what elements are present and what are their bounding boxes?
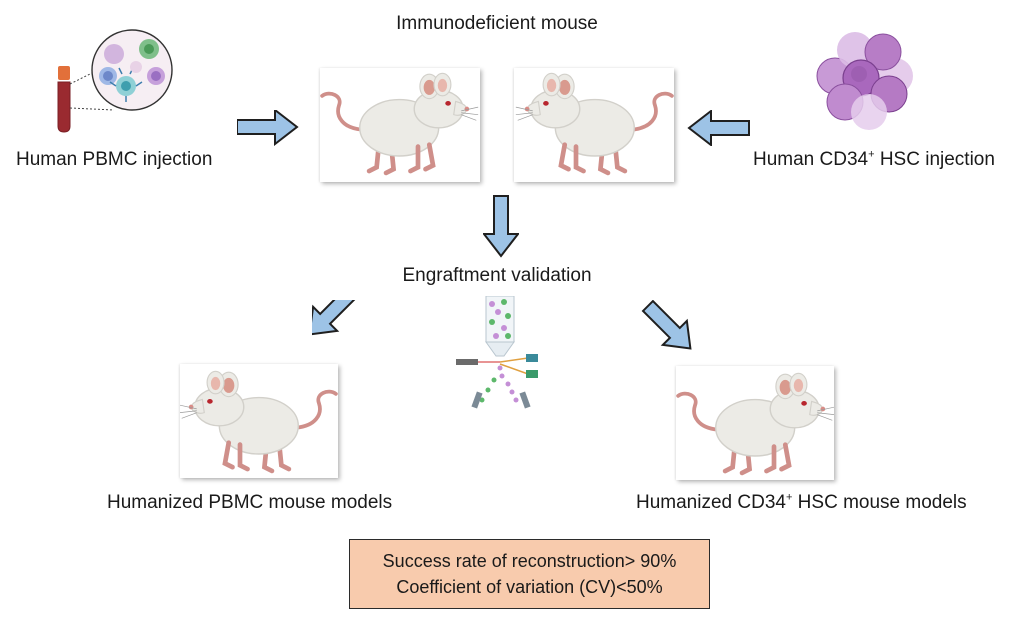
bottom-left-mouse-panel <box>180 364 338 478</box>
mouse-icon <box>676 366 834 480</box>
result-box: Success rate of reconstruction> 90% Coef… <box>349 539 710 609</box>
blood-tube-icon <box>57 29 173 133</box>
tube-cap <box>58 66 70 80</box>
mouse-icon <box>320 68 480 182</box>
arrow-right-top <box>237 110 298 145</box>
middle-label: Engraftment validation <box>402 265 592 286</box>
result-line-1: Success rate of reconstruction> 90% <box>382 551 677 571</box>
result-line-2: Coefficient of variation (CV)<50% <box>396 577 663 597</box>
top-right-mouse-panel <box>514 68 674 182</box>
zoom-line-top <box>69 71 95 85</box>
mouse-icon <box>514 68 674 182</box>
flow-cytometer-icon <box>456 296 538 409</box>
top-label: Immunodeficient mouse <box>396 13 598 34</box>
bottom-left-label: Humanized PBMC mouse models <box>107 492 393 513</box>
arrow-down <box>483 195 519 257</box>
zoom-line-bottom <box>69 107 115 111</box>
hsc-cluster-icon <box>816 32 913 130</box>
left-injection-label: Human PBMC injection <box>16 149 213 170</box>
bottom-right-label: Humanized CD34+ HSC mouse models <box>636 491 967 513</box>
mouse-icon <box>180 364 338 478</box>
pbmc-cells-icon <box>91 29 173 111</box>
arrow-left-top <box>688 110 750 146</box>
bottom-right-mouse-panel <box>676 366 834 480</box>
arrow-down-right <box>634 300 704 362</box>
right-injection-label: Human CD34+ HSC injection <box>753 148 995 170</box>
tube-body <box>57 81 71 133</box>
arrow-down-left <box>312 300 365 348</box>
top-left-mouse-panel <box>320 68 480 182</box>
